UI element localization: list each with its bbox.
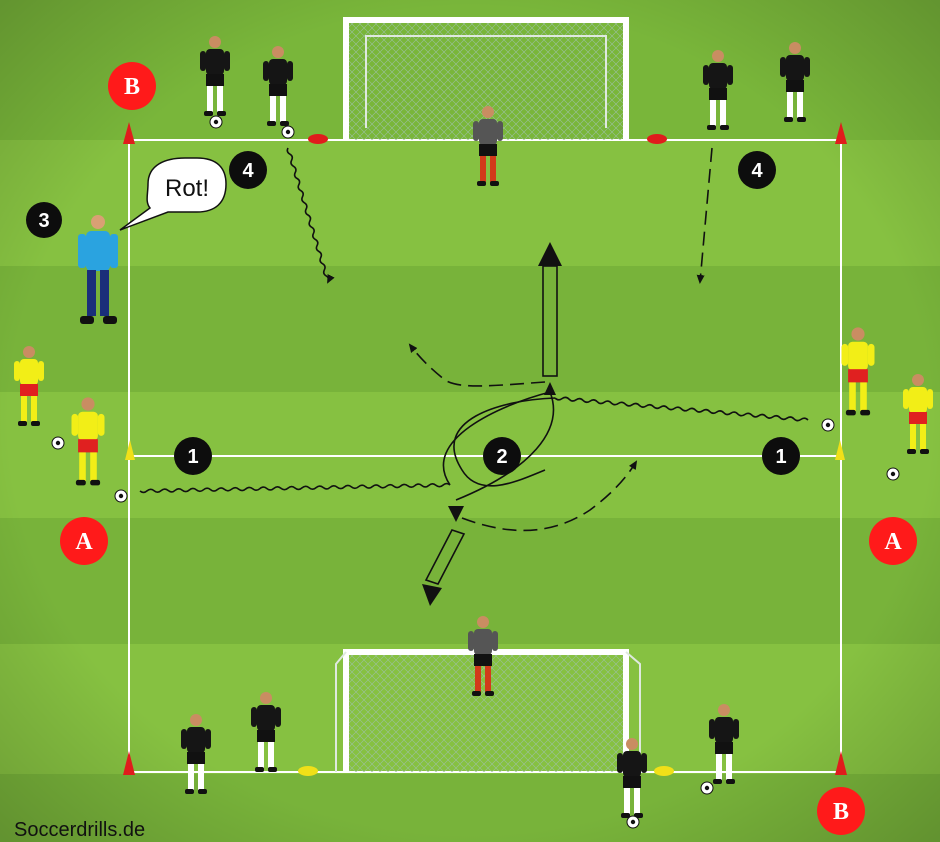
pass-arrow-top-tip bbox=[544, 382, 556, 395]
svg-text:2: 2 bbox=[496, 446, 507, 468]
disc-cone-bottom-left bbox=[298, 766, 318, 776]
zone-badge-a-right: A bbox=[869, 517, 917, 565]
pass-arrows bbox=[422, 242, 562, 606]
pass-arrow-bottom-tip bbox=[448, 506, 464, 522]
run-path-center-left bbox=[408, 343, 546, 387]
svg-text:B: B bbox=[124, 74, 140, 100]
player-black-bottom-left-2 bbox=[251, 692, 281, 772]
player-yellow-right-2 bbox=[903, 374, 933, 454]
svg-text:3: 3 bbox=[38, 210, 49, 232]
svg-text:A: A bbox=[884, 529, 902, 555]
marker-1-right: 1 bbox=[762, 437, 800, 475]
dribble-path-right bbox=[453, 396, 809, 487]
cone-mid-left bbox=[125, 440, 135, 460]
svg-text:1: 1 bbox=[187, 446, 198, 468]
ball-top-left-2 bbox=[281, 125, 295, 139]
cone-mid-right bbox=[835, 440, 845, 460]
speech-bubble: Rot! bbox=[119, 157, 227, 231]
disc-cone-top-left bbox=[308, 134, 328, 144]
players-layer bbox=[14, 36, 933, 829]
pass-arrow-up bbox=[538, 242, 562, 377]
player-black-top-right-2 bbox=[780, 42, 810, 122]
cone-top-right bbox=[835, 122, 847, 144]
speech-text: Rot! bbox=[165, 175, 209, 202]
watermark: Soccerdrills.de bbox=[14, 819, 145, 841]
ball-bottom-right-1 bbox=[626, 815, 640, 829]
cone-bottom-left bbox=[123, 751, 135, 775]
svg-text:A: A bbox=[75, 529, 93, 555]
ball-bottom-right-2 bbox=[700, 781, 714, 795]
zone-badge-b-bottom-right: B bbox=[817, 787, 865, 835]
cone-bottom-right bbox=[835, 751, 847, 775]
zone-badge-a-left: A bbox=[60, 517, 108, 565]
cone-top-left bbox=[123, 122, 135, 144]
player-yellow-right-1 bbox=[841, 327, 875, 416]
player-yellow-left-2 bbox=[71, 397, 105, 486]
player-yellow-left-1 bbox=[14, 346, 44, 426]
marker-4-left: 4 bbox=[229, 151, 267, 189]
marker-3: 3 bbox=[26, 202, 62, 238]
corner-cones bbox=[123, 122, 847, 776]
player-black-top-left-2 bbox=[263, 46, 293, 126]
disc-cone-top-right bbox=[647, 134, 667, 144]
coach bbox=[78, 215, 118, 324]
ball-left-2 bbox=[114, 489, 128, 503]
run-path-top-right bbox=[696, 147, 713, 284]
goalkeeper-bottom bbox=[468, 616, 498, 696]
dribble-path-top-left bbox=[286, 147, 335, 284]
player-black-top-left-1 bbox=[200, 36, 230, 116]
player-black-bottom-right-2 bbox=[709, 704, 739, 784]
marker-1-left: 1 bbox=[174, 437, 212, 475]
marker-4-right: 4 bbox=[738, 151, 776, 189]
ball-right-1 bbox=[821, 418, 835, 432]
zone-badge-b-top-left: B bbox=[108, 62, 156, 110]
marker-2: 2 bbox=[483, 437, 521, 475]
player-black-bottom-left-1 bbox=[181, 714, 211, 794]
player-black-bottom-right-1 bbox=[617, 738, 647, 818]
run-path-center-right bbox=[461, 460, 638, 532]
goalkeeper-top bbox=[473, 106, 503, 186]
svg-text:4: 4 bbox=[751, 160, 763, 182]
svg-text:1: 1 bbox=[775, 446, 786, 468]
player-black-top-right-1 bbox=[703, 50, 733, 130]
svg-text:4: 4 bbox=[242, 160, 254, 182]
ball-right-2 bbox=[886, 467, 900, 481]
ball-left-1 bbox=[51, 436, 65, 450]
svg-text:B: B bbox=[833, 799, 849, 825]
pass-arrow-down bbox=[422, 529, 466, 606]
disc-cone-bottom-right bbox=[654, 766, 674, 776]
ball-top-left-1 bbox=[209, 115, 223, 129]
